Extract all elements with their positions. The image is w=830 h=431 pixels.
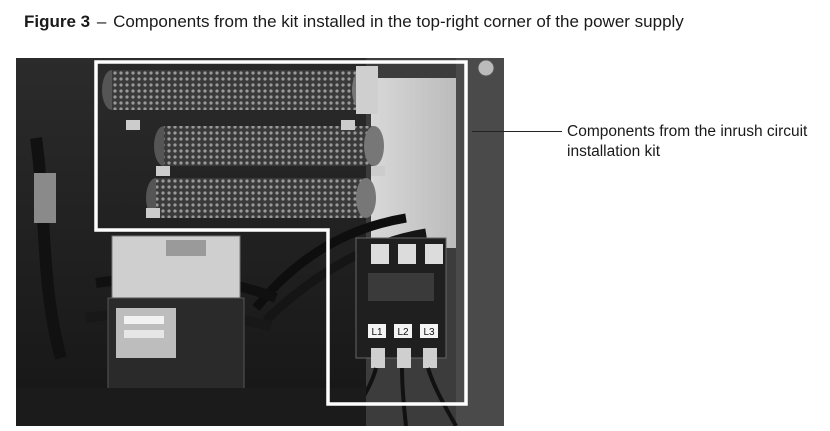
left-cable [30,137,67,360]
terminal-label-l3: L3 [423,327,435,338]
lug-4 [371,166,385,176]
power-supply-photo: L1 L2 L3 [16,58,504,426]
cabinet-frame [456,58,504,426]
terminal-label-l3-box [420,324,438,338]
caption-separator: – [96,12,107,31]
left-connector [34,173,56,223]
resistor-bottom [146,178,376,218]
terminal-label-l2-box [394,324,412,338]
photo-illustration: L1 L2 L3 [16,58,504,426]
kit-highlight-outline [94,60,468,406]
callout-leader-line [472,131,562,132]
figure-caption: Figure 3 – Components from the kit insta… [24,12,684,32]
resistor-top [102,66,378,114]
terminal-label-l1-box [368,324,386,338]
terminal-label-l1: L1 [371,327,383,338]
lug-2 [341,120,355,130]
terminal-label-l2: L2 [397,327,409,338]
cable-b [262,228,427,324]
corner-screw-icon [477,59,495,77]
wire-l3 [426,367,458,426]
callout-text: Components from the inrush circuit insta… [567,123,808,160]
lug-5 [146,208,160,218]
main-contactor [107,235,245,399]
lug-3 [156,166,170,176]
lug-1 [126,120,140,130]
inrush-contactor: L1 L2 L3 [355,237,447,368]
figure-label: Figure 3 [24,12,91,31]
wire-l2 [400,367,408,426]
cabinet-floor [16,388,366,426]
figure-title: Components from the kit installed in the… [113,12,684,31]
resistor-middle [154,126,384,166]
